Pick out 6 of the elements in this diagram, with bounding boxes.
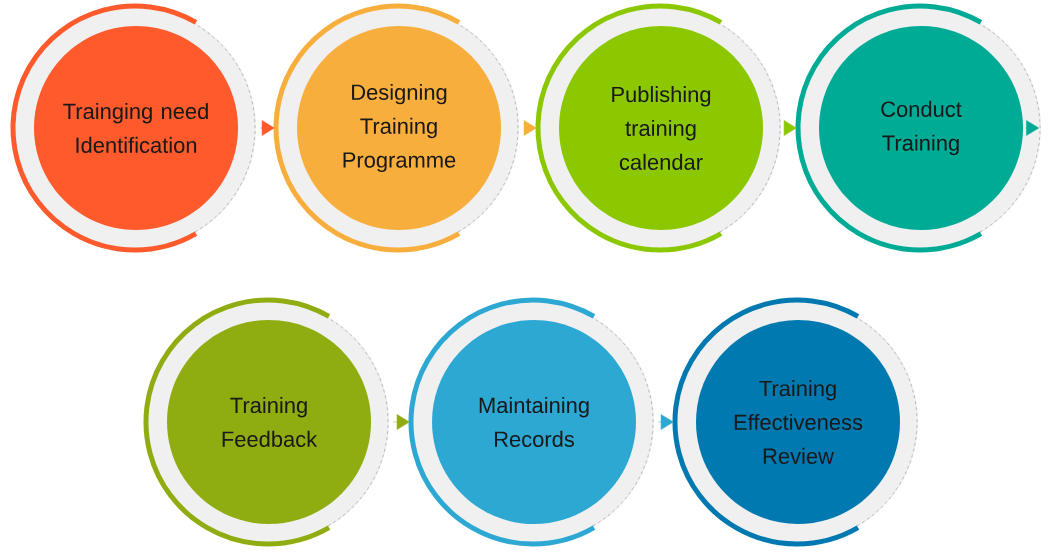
arrow: [657, 414, 674, 430]
arrow: [392, 414, 410, 430]
arrow: [783, 120, 797, 136]
arrow: [259, 120, 275, 136]
arrow: [1024, 120, 1039, 136]
arrow: [522, 120, 537, 136]
